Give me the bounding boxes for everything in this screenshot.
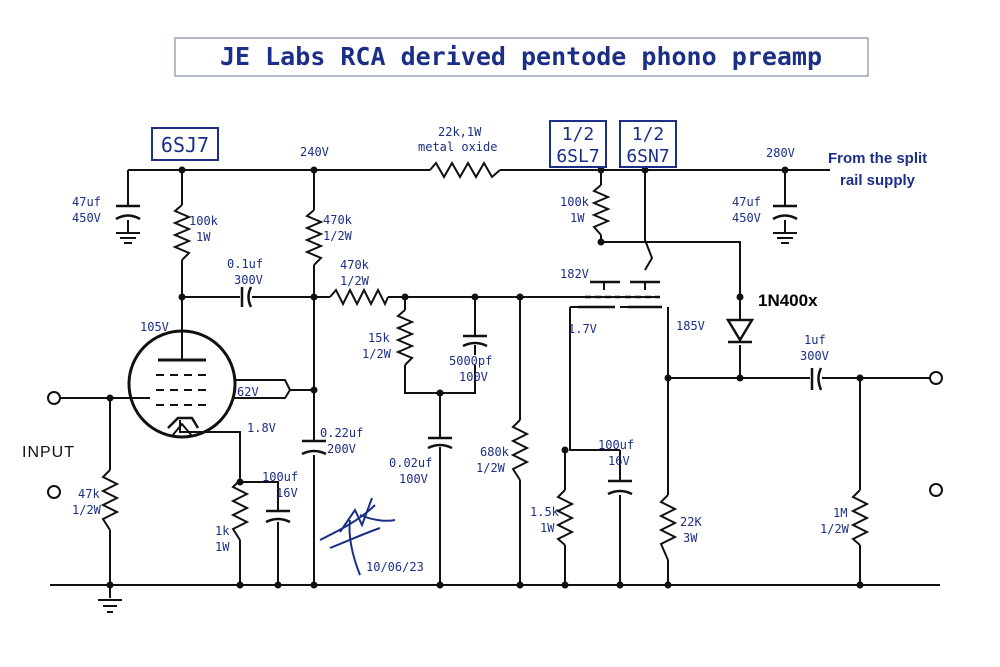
pentode-tube-6sj7 [127,329,237,439]
c1uf-output-value: 1uf [804,333,826,347]
tube-labels: 6SJ7 1/2 6SL7 1/2 6SN7 [151,120,677,168]
diagram-title: JE Labs RCA derived pentode phono preamp [220,42,822,71]
r22k-dropper-type: metal oxide [418,140,497,154]
c47-right-value: 47uf [732,195,761,209]
signature-date: 10/06/23 [366,560,424,574]
r1m-output-value: 1M [833,506,847,520]
tube-6sl7-label: 6SL7 [556,146,599,167]
c5000pf-rating: 100V [459,370,488,384]
supply-note-line-2: rail supply [840,172,916,189]
c002-value: 0.02uf [389,456,432,470]
component-labels: 47uf 450V 100k 1W 470k 1/2W 22k,1W metal… [72,125,850,554]
r1k-cathode-rating: 1W [215,540,230,554]
r470k-screen-value: 470k [323,213,353,227]
supply-note: From the split rail supply [828,150,927,189]
c002-rating: 100V [399,472,428,486]
c47-left-value: 47uf [72,195,101,209]
c100-triode-value: 100uf [598,438,634,452]
c100-cathode-rating: 16V [276,486,298,500]
voltage-105: 105V [140,320,169,334]
ground-symbols [98,232,797,613]
triode-section [578,280,662,309]
r680k-value: 680k [480,445,510,459]
tube-half-label-1: 1/2 [562,124,595,145]
r100k-plate-rating: 1W [196,230,211,244]
r680k-rating: 1/2W [476,461,506,475]
r1k-cathode-value: 1k [215,524,230,538]
r15k-rating: 1/2W [362,347,392,361]
terminals [47,371,943,499]
c022-screen-rating: 200V [327,442,356,456]
voltage-labels: 240V 280V 105V 62V 1.8V 182V 1.7V 185V [140,145,795,435]
voltage-280: 280V [766,146,795,160]
junction-dots [106,166,864,589]
c100-cathode-value: 100uf [262,470,298,484]
r100k-triode-value: 100k [560,195,590,209]
handwritten-signature [319,497,396,576]
r470k-screen-rating: 1/2W [323,229,353,243]
capacitors [115,204,823,524]
diode-label: 1N400x [758,291,818,310]
r22k-cathode-rating: 3W [683,531,698,545]
r100k-plate-value: 100k [189,214,219,228]
input-label: INPUT [22,444,75,461]
r22k-cathode-value: 22K [680,515,702,529]
tube-6sj7-label: 6SJ7 [161,133,209,157]
wiring [50,169,940,598]
resistors [100,160,870,561]
r470k-series-value: 470k [340,258,370,272]
c1uf-output-rating: 300V [800,349,829,363]
c47-right-rating: 450V [732,211,761,225]
voltage-240: 240V [300,145,329,159]
c100-triode-rating: 16V [608,454,630,468]
voltage-182: 182V [560,267,589,281]
c01-coupling-value: 0.1uf [227,257,263,271]
voltage-62: 62V [237,385,259,399]
voltage-1-8: 1.8V [247,421,276,435]
tube-6sn7-label: 6SN7 [626,146,669,167]
r47k-input-value: 47k [78,487,100,501]
c47-left-rating: 450V [72,211,101,225]
voltage-185: 185V [676,319,705,333]
r100k-triode-rating: 1W [570,211,585,225]
voltage-1-7: 1.7V [568,322,597,336]
r15k-value: 15k [368,331,390,345]
title-box: JE Labs RCA derived pentode phono preamp [174,37,869,77]
c022-screen-value: 0.22uf [320,426,363,440]
supply-note-line-1: From the split [828,150,927,167]
r47k-input-rating: 1/2W [72,503,102,517]
c01-coupling-rating: 300V [234,273,263,287]
r15k-triode-rating: 1W [540,521,555,535]
tube-half-label-2: 1/2 [632,124,665,145]
diode-1n400x [725,318,755,344]
r22k-dropper-value: 22k,1W [438,125,482,139]
r1m-output-rating: 1/2W [820,522,850,536]
r470k-series-rating: 1/2W [340,274,370,288]
c5000pf-value: 5000pf [449,354,492,368]
r15k-triode-value: 1.5k [530,505,560,519]
